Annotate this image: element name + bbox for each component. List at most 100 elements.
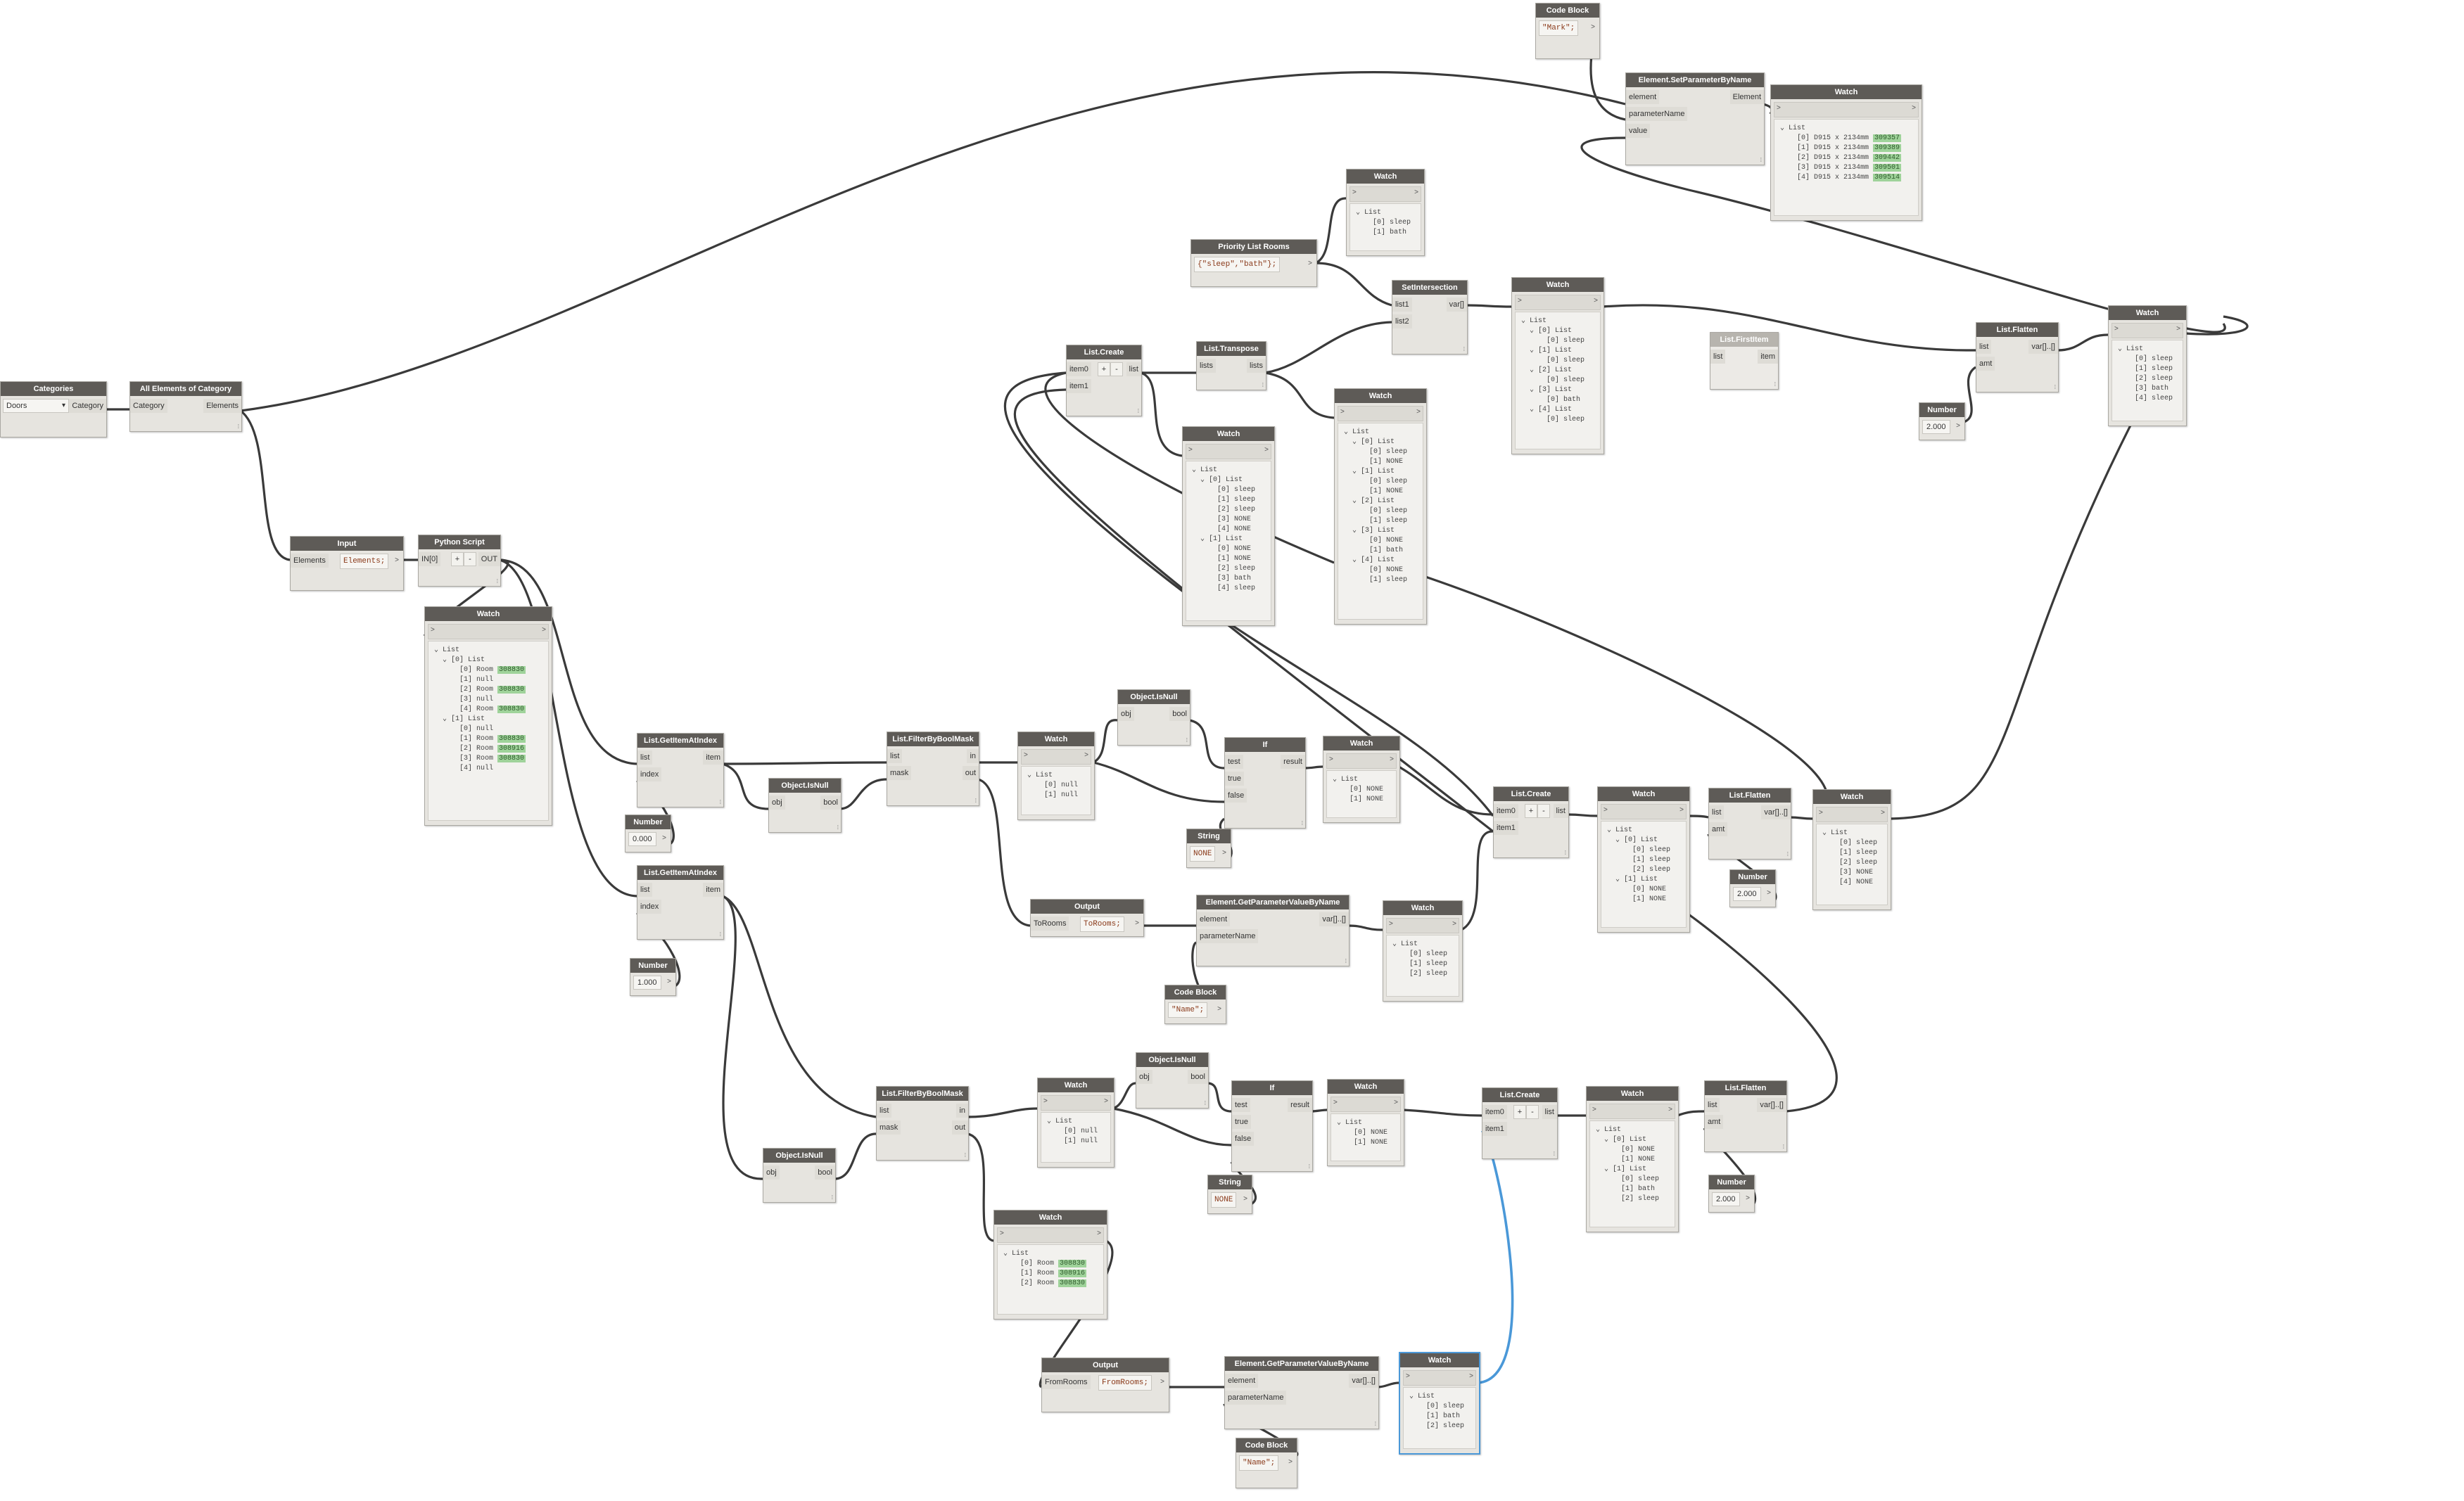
wire[interactable] — [1140, 371, 1183, 457]
watch-output[interactable]: ⌄ List[0] D915 x 2134mm 309357[1] D915 x… — [1774, 119, 1919, 216]
output-port-bool[interactable]: bool — [820, 796, 841, 810]
watch-output[interactable]: ⌄ List[0] sleep[1] sleep[2] sleep — [1386, 935, 1459, 997]
watch-output[interactable]: ⌄ List[0] null[1] null — [1041, 1112, 1111, 1163]
watch-output[interactable]: ⌄ List⌄ [0] List[0] sleep[1] sleep[2] sl… — [1601, 821, 1687, 928]
output-port-var-[interactable]: var[]..[] — [2028, 340, 2058, 354]
lacing-icon[interactable]: ⁞ — [1137, 408, 1139, 414]
input-port-element[interactable]: element — [1197, 912, 1231, 926]
wire[interactable] — [834, 1132, 877, 1180]
wire[interactable] — [1264, 371, 1335, 419]
number-value[interactable]: 0.000 — [628, 832, 656, 846]
wire[interactable] — [1567, 813, 1598, 817]
node-watch_set[interactable]: Watch>>⌄ List[0] D915 x 2134mm 309357[1]… — [1770, 84, 1922, 221]
node-watch_tr[interactable]: Watch>>⌄ List⌄ [0] List[0] sleep[1] NONE… — [1334, 388, 1427, 625]
node-watch_f1[interactable]: Watch>>⌄ List[0] null[1] null — [1017, 732, 1095, 820]
wire[interactable] — [1207, 1082, 1232, 1113]
watch-output[interactable]: ⌄ List⌄ [0] List[0] sleep[1] sleep[2] sl… — [1186, 461, 1271, 621]
node-cb_name2[interactable]: Code Block"Name";> — [1236, 1438, 1297, 1488]
wire[interactable] — [1264, 321, 1392, 374]
lacing-icon[interactable]: ⁞ — [1463, 346, 1465, 352]
node-watch_fm[interactable]: Watch>>⌄ List[0] sleep[1] sleep[2] sleep… — [1812, 789, 1891, 910]
wire[interactable] — [2185, 315, 2249, 336]
wire[interactable] — [1304, 765, 1323, 769]
watch-port-bar[interactable]: >> — [1403, 1370, 1476, 1386]
watch-port-bar[interactable]: >> — [1021, 749, 1091, 765]
input-port-test[interactable]: test — [1225, 755, 1243, 769]
input-port-item1[interactable]: item1 — [1067, 379, 1091, 393]
element-id-badge[interactable]: 308830 — [497, 666, 526, 674]
wire[interactable] — [1477, 1131, 1514, 1384]
output-port-element[interactable]: Element — [1729, 90, 1764, 104]
wire[interactable] — [2057, 333, 2109, 352]
input-port-item0[interactable]: item0 — [1494, 804, 1518, 818]
element-id-badge[interactable]: 308916 — [1058, 1270, 1087, 1277]
input-port-false[interactable]: false — [1225, 788, 1247, 803]
wire[interactable] — [1188, 719, 1225, 769]
output-port-list[interactable]: list — [1542, 1105, 1557, 1119]
number-value[interactable]: 1.000 — [633, 976, 661, 990]
input-port-list1[interactable]: list1 — [1392, 298, 1412, 312]
wire[interactable] — [722, 895, 877, 1118]
lacing-icon[interactable]: ⁞ — [964, 1152, 966, 1158]
code-text[interactable]: "Name"; — [1168, 1002, 1208, 1018]
node-watch_gp2[interactable]: Watch>>⌄ List[0] sleep[1] bath[2] sleep — [1399, 1352, 1480, 1455]
output-port-var-[interactable]: var[]..[] — [1761, 805, 1791, 819]
lacing-icon[interactable]: ⁞ — [1760, 157, 1762, 163]
watch-port-bar[interactable]: >> — [2111, 323, 2183, 338]
output-port-lists[interactable]: lists — [1247, 359, 1266, 373]
lacing-icon[interactable]: ⁞ — [831, 1194, 833, 1201]
input-port-true[interactable]: true — [1225, 772, 1244, 786]
wire[interactable] — [1466, 304, 1512, 308]
node-watch_if2[interactable]: Watch>>⌄ List[0] NONE[1] NONE — [1327, 1079, 1404, 1166]
node-watch_lcm[interactable]: Watch>>⌄ List⌄ [0] List[0] sleep[1] slee… — [1597, 786, 1690, 933]
lacing-icon[interactable]: ⁞ — [1186, 737, 1188, 743]
watch-output[interactable]: ⌄ List⌄ [0] List[0] sleep⌄ [1] List[0] s… — [1515, 312, 1601, 449]
remove-item-button[interactable]: - — [1537, 804, 1550, 818]
input-port-list[interactable]: list — [1709, 805, 1725, 819]
watch-port-bar[interactable]: >> — [997, 1227, 1104, 1243]
watch-port-bar[interactable]: >> — [1601, 804, 1687, 819]
element-id-badge[interactable]: 309514 — [1873, 174, 1902, 181]
input-port-obj[interactable]: obj — [769, 796, 785, 810]
input-port-obj[interactable]: obj — [1136, 1070, 1152, 1084]
watch-port-bar[interactable]: >> — [428, 624, 549, 639]
watch-output[interactable]: ⌄ List⌄ [0] List[0] sleep[1] NONE⌄ [1] L… — [1338, 423, 1423, 620]
input-port-list[interactable]: list — [887, 749, 903, 763]
input-port-index[interactable]: index — [637, 767, 662, 781]
lacing-icon[interactable]: ⁞ — [837, 824, 839, 831]
node-watch_si[interactable]: Watch>>⌄ List⌄ [0] List[0] sleep⌄ [1] Li… — [1511, 277, 1604, 454]
wire[interactable] — [1315, 262, 1392, 307]
node-watch_lc[interactable]: Watch>>⌄ List⌄ [0] List[0] sleep[1] slee… — [1182, 426, 1275, 626]
output-port-out[interactable]: out — [962, 766, 979, 780]
output-arrow-icon[interactable]: > — [662, 834, 666, 842]
watch-output[interactable]: ⌄ List[0] sleep[1] sleep[2] sleep[3] NON… — [1816, 824, 1888, 905]
category-dropdown[interactable]: Doors▾ — [3, 399, 69, 413]
input-port-category[interactable]: Category — [130, 399, 167, 413]
input-port-parametername[interactable]: parameterName — [1197, 929, 1259, 943]
watch-output[interactable]: ⌄ List[0] null[1] null — [1021, 766, 1091, 815]
input-port-element[interactable]: element — [1626, 90, 1660, 104]
element-id-badge[interactable]: 309501 — [1873, 164, 1902, 172]
watch-port-bar[interactable]: >> — [1589, 1104, 1675, 1119]
input-port-list[interactable]: list — [877, 1104, 892, 1118]
wire[interactable] — [1315, 197, 1347, 264]
lacing-icon[interactable]: ⁞ — [1204, 1100, 1206, 1106]
wire[interactable] — [967, 1132, 994, 1242]
input-port-parametername[interactable]: parameterName — [1225, 1391, 1287, 1405]
output-arrow-icon[interactable]: > — [1591, 23, 1595, 31]
output-port-list[interactable]: list — [1126, 362, 1141, 376]
watch-port-bar[interactable]: >> — [1338, 406, 1423, 421]
